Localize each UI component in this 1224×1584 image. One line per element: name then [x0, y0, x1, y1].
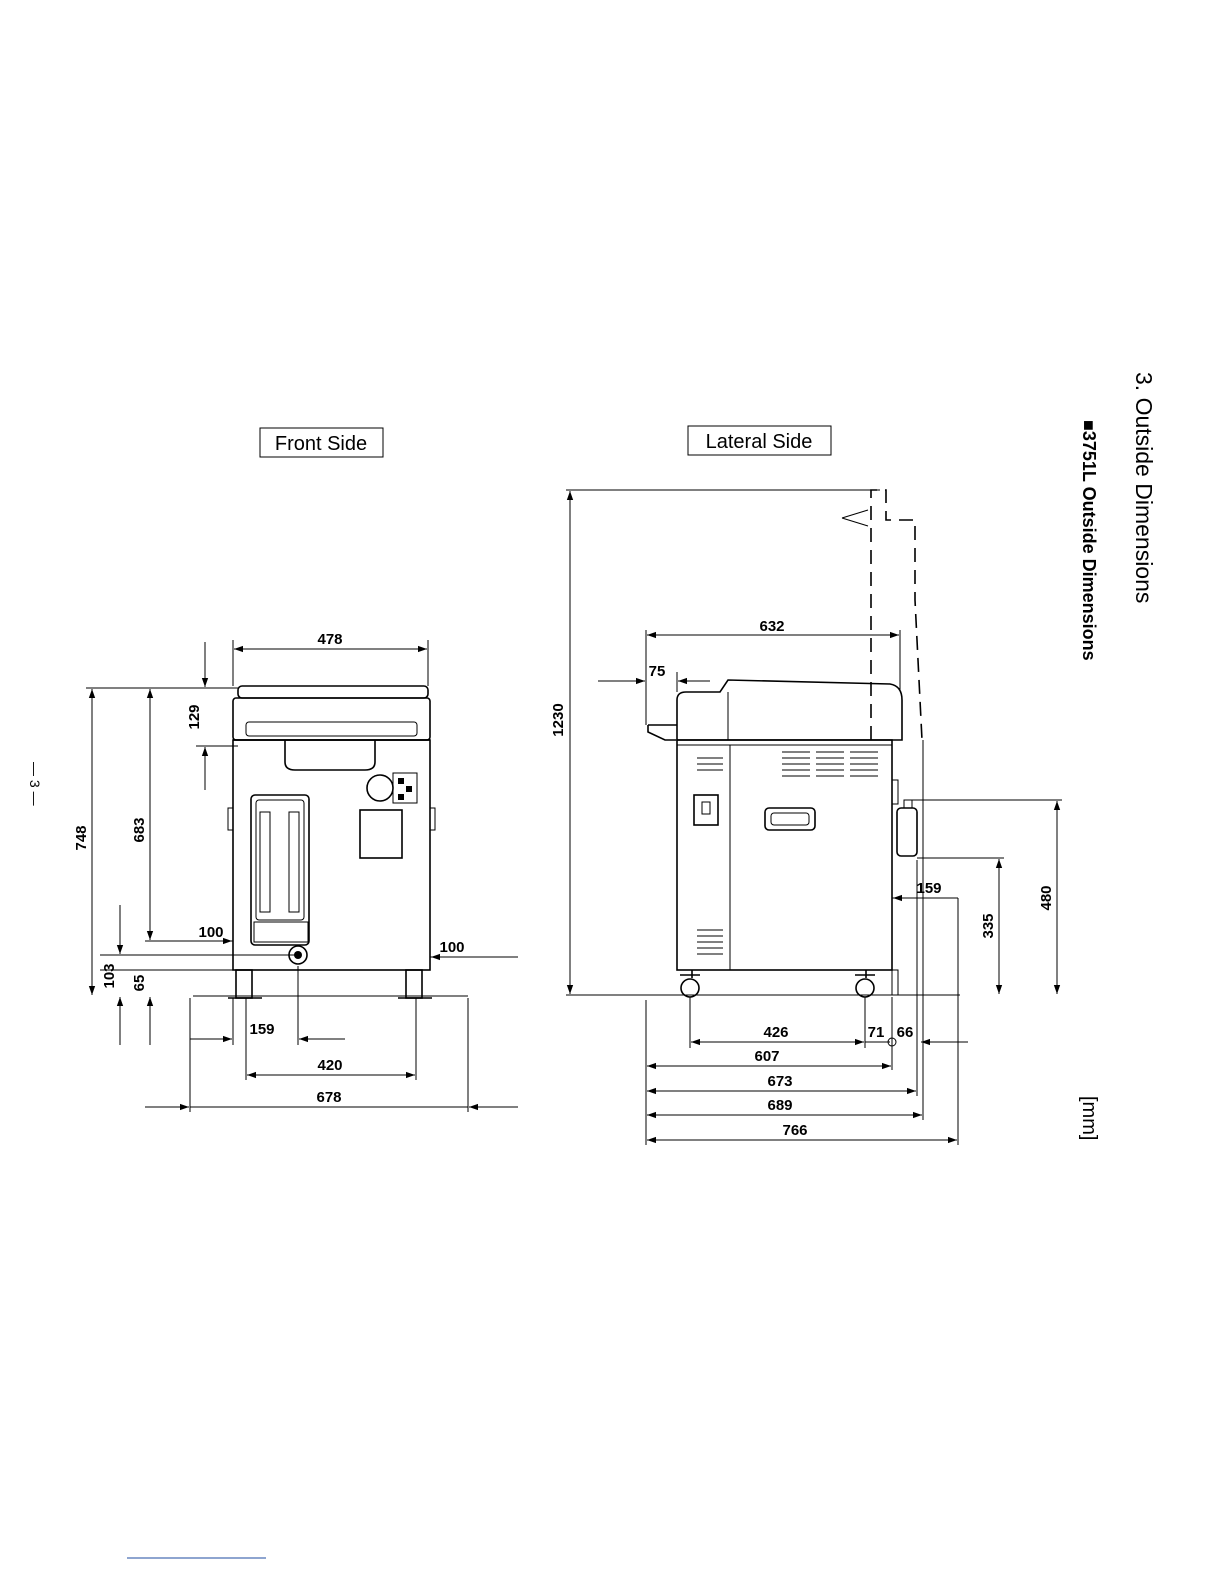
lateral-machine-outline — [566, 490, 960, 997]
dim-front-caster-span: 420 — [317, 1057, 342, 1074]
dim-front-offset-159: 159 — [249, 1021, 274, 1038]
dim-front-base-103: 103 — [101, 963, 118, 988]
lateral-side-label: Lateral Side — [706, 431, 813, 453]
lateral-side-view: Lateral Side — [550, 426, 1062, 1145]
dim-front-clear-left: 100 — [198, 924, 223, 941]
dim-lateral-766: 766 — [782, 1122, 807, 1139]
dim-lateral-caster-426: 426 — [763, 1024, 788, 1041]
dim-lateral-66: 66 — [897, 1024, 914, 1041]
dim-front-clear-right: 100 — [439, 939, 464, 956]
front-side-view: Front Side — [73, 428, 518, 1112]
page-number: — 3 — — [27, 762, 43, 806]
dim-lateral-front-offset: 75 — [649, 663, 666, 680]
dim-lateral-height-480: 480 — [1038, 885, 1055, 910]
front-machine-outline — [193, 686, 468, 998]
dim-front-width-top: 478 — [317, 631, 342, 648]
front-dimensions: 478 129 748 683 100 100 — [73, 631, 518, 1112]
dim-lateral-689: 689 — [767, 1097, 792, 1114]
dim-lateral-607: 607 — [754, 1048, 779, 1065]
unit-label: [mm] — [1078, 1096, 1100, 1140]
dim-front-lid-height: 129 — [186, 704, 203, 729]
dim-lateral-71: 71 — [868, 1024, 885, 1041]
lateral-dimensions: 1230 632 75 159 335 480 — [550, 490, 1062, 1145]
front-side-label: Front Side — [275, 433, 367, 455]
dim-lateral-height-335: 335 — [980, 913, 997, 938]
dim-lateral-depth-top: 632 — [759, 618, 784, 635]
dim-front-total-height: 748 — [73, 825, 90, 850]
dim-lateral-side-159: 159 — [916, 880, 941, 897]
dim-front-body-height: 683 — [131, 817, 148, 842]
dim-lateral-open-height: 1230 — [550, 703, 567, 736]
section-title: 3. Outside Dimensions — [1131, 372, 1157, 603]
dim-lateral-673: 673 — [767, 1073, 792, 1090]
dim-front-base-65: 65 — [131, 975, 148, 992]
header-block: 3. Outside Dimensions ■3751L Outside Dim… — [27, 372, 1157, 1140]
dim-front-overall-width: 678 — [316, 1089, 341, 1106]
subtitle: ■3751L Outside Dimensions — [1079, 420, 1099, 661]
